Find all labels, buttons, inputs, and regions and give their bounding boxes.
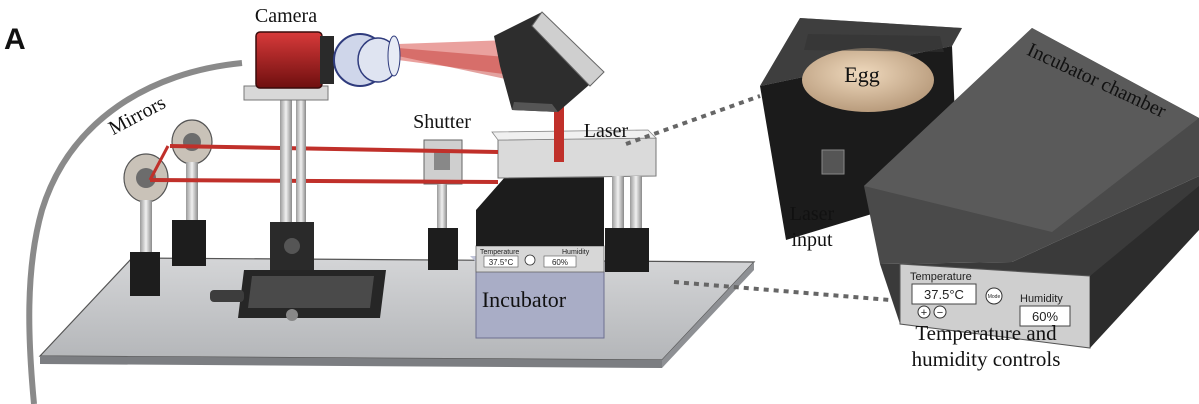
mode-label: Mode <box>988 294 1001 300</box>
temperature-plus-button[interactable] <box>917 305 931 319</box>
shutter-label: Shutter <box>413 111 471 133</box>
large-control-panel: Temperature 37.5°C + − Mode Humidity 60% <box>910 271 1071 327</box>
mode-button[interactable] <box>985 287 1003 305</box>
controls-label-line1: Temperature and <box>915 321 1057 345</box>
large-temperature-value: 37.5°C <box>924 287 964 302</box>
laser-input-port <box>821 149 845 175</box>
upper-mirror <box>494 11 605 112</box>
camera-label: Camera <box>255 5 317 27</box>
large-humidity-label: Humidity <box>1020 293 1063 305</box>
small-mode-button[interactable] <box>524 254 536 266</box>
camera-stage <box>210 100 386 321</box>
incubator-chamber <box>760 18 1199 349</box>
large-temperature-label: Temperature <box>910 271 972 283</box>
right-posts <box>605 176 649 272</box>
small-control-panel: Temperature 37.5°C Humidity 60% <box>475 245 605 273</box>
mirrors-label: Mirrors <box>105 92 169 140</box>
laser-input-label-line1: Laser <box>790 203 835 225</box>
temperature-minus-button[interactable] <box>933 305 947 319</box>
laser-beams <box>148 40 564 184</box>
panel-label: A <box>4 23 26 56</box>
shutter <box>423 139 463 270</box>
cable <box>26 60 243 404</box>
controls-label-line2: humidity controls <box>912 347 1061 371</box>
egg <box>802 48 934 112</box>
large-humidity-value: 60% <box>1032 309 1058 324</box>
incubator-label: Incubator <box>482 287 567 312</box>
camera <box>243 31 401 101</box>
small-temperature-label: Temperature <box>480 249 519 256</box>
temperature-plus-label: + <box>921 307 927 319</box>
temperature-minus-label: − <box>937 307 943 319</box>
small-humidity-value: 60% <box>552 258 568 267</box>
laser-label: Laser <box>584 120 629 142</box>
small-temperature-value: 37.5°C <box>489 258 514 267</box>
laser-input-label-line2: input <box>791 229 833 251</box>
egg-label: Egg <box>844 62 879 87</box>
laser-module <box>491 129 657 179</box>
small-humidity-label: Humidity <box>562 249 590 256</box>
